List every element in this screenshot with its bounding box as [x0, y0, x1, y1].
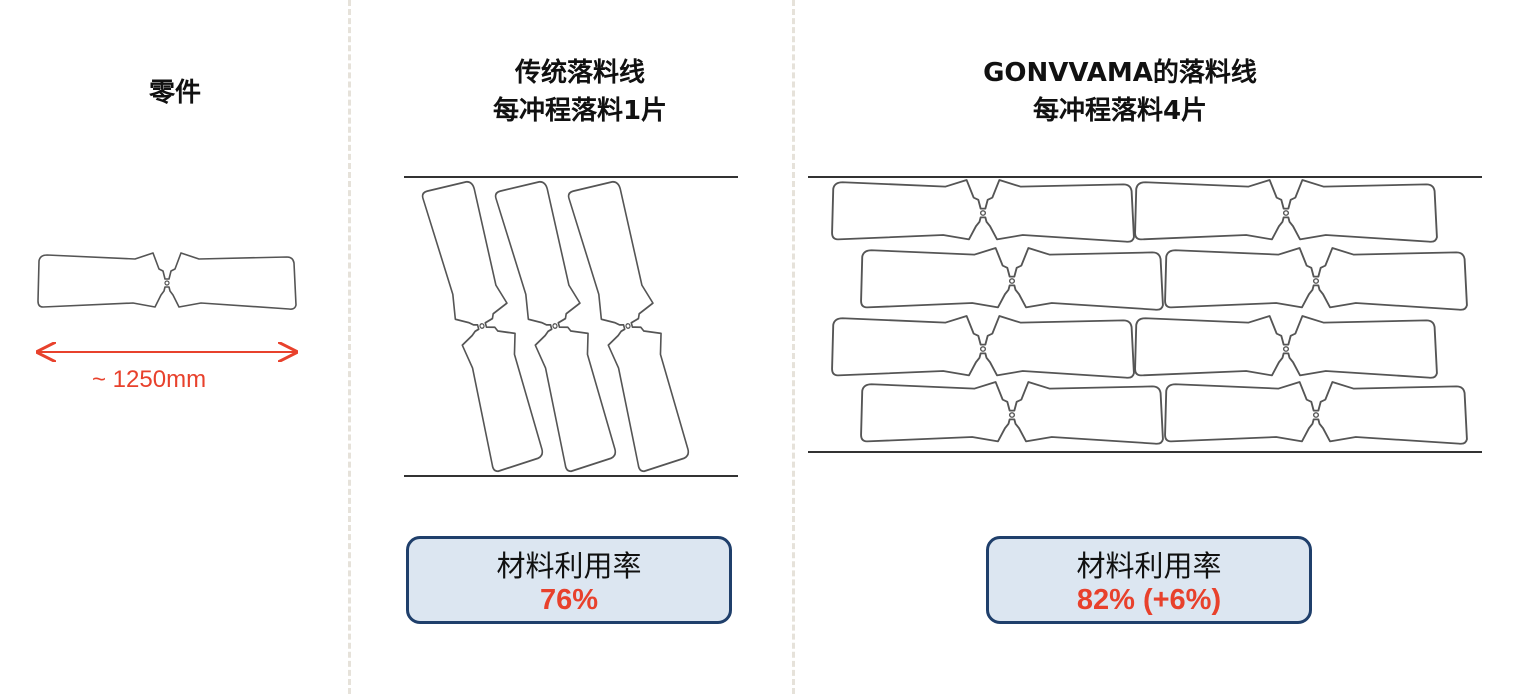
gonvvama-utilization-label: 材料利用率 [1076, 549, 1222, 583]
part-heading: 零件 [75, 74, 275, 112]
traditional-subtitle: 每冲程落料1片 [492, 96, 668, 126]
part-title: 零件 [148, 78, 201, 108]
traditional-blank-3 [564, 177, 696, 474]
gonvvama-subtitle: 每冲程落料4片 [1032, 96, 1208, 126]
traditional-title: 传统落料线 [514, 58, 645, 88]
gonvvama-blank-r1-2 [1134, 179, 1438, 243]
traditional-blank-2 [491, 177, 623, 474]
traditional-utilization-value: 76% [539, 584, 599, 616]
traditional-utilization-box: 材料利用率 76% [406, 536, 732, 624]
traditional-blank-1 [418, 177, 550, 474]
traditional-strip [404, 176, 738, 477]
traditional-heading: 传统落料线 每冲程落料1片 [420, 54, 740, 130]
traditional-utilization-label: 材料利用率 [496, 549, 642, 583]
gonvvama-blank-r2-1 [860, 247, 1164, 311]
gonvvama-blank-r2-2 [1164, 247, 1468, 311]
column-divider-2 [792, 0, 795, 694]
gonvvama-utilization-value: 82% (+6%) [1076, 584, 1222, 616]
gonvvama-blank-r1-1 [831, 179, 1135, 243]
gonvvama-heading: GONVVAMA的落料线 每冲程落料4片 [960, 54, 1280, 130]
column-divider-1 [348, 0, 351, 694]
part-blank-outline [37, 252, 297, 310]
gonvvama-utilization-box: 材料利用率 82% (+6%) [986, 536, 1312, 624]
gonvvama-blank-r4-2 [1164, 381, 1468, 445]
gonvvama-blank-r4-1 [860, 381, 1164, 445]
gonvvama-blank-r3-2 [1134, 315, 1438, 379]
gonvvama-title: GONVVAMA的落料线 [983, 58, 1257, 88]
gonvvama-blank-r3-1 [831, 315, 1135, 379]
dimension-label: ~ 1250mm [92, 366, 207, 393]
gonvvama-strip [808, 176, 1482, 453]
